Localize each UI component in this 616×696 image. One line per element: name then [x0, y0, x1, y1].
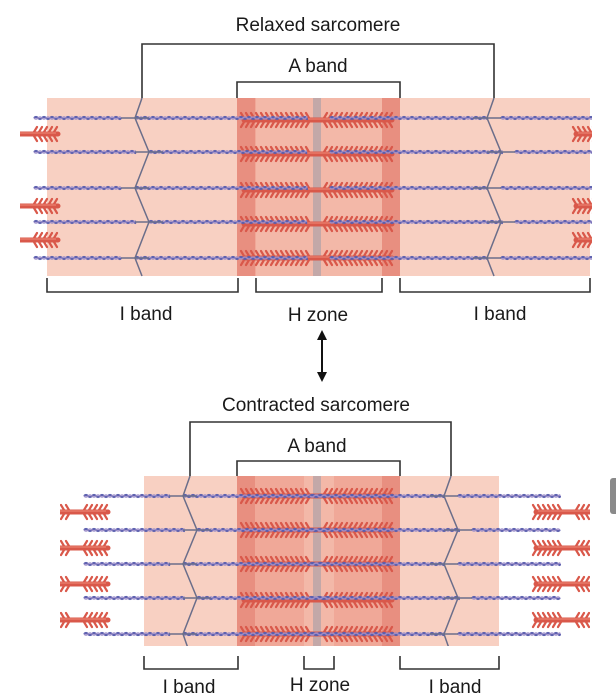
thick-filament	[20, 231, 61, 249]
thin-filament	[182, 493, 327, 499]
thin-filament	[500, 115, 592, 121]
thick-filament	[20, 197, 61, 215]
thin-filament	[329, 219, 503, 225]
thick-filament	[531, 575, 590, 593]
thin-filament	[514, 149, 592, 155]
thin-filament	[196, 527, 328, 533]
z-disc	[121, 97, 163, 277]
thick-filament	[60, 611, 111, 629]
relaxed-myofibril	[20, 97, 592, 277]
contracted-sarcomere-bracket	[189, 421, 452, 476]
contracted-title: Contracted sarcomere	[222, 395, 410, 416]
z-disc	[430, 475, 472, 646]
thin-filament	[309, 561, 445, 567]
thin-filament	[182, 561, 327, 567]
contracted-h-zone-bracket	[303, 656, 335, 670]
relaxed-h-zone-bracket	[255, 278, 383, 293]
relaxed-a-band-bracket	[236, 81, 401, 98]
thin-filament	[309, 595, 460, 601]
thick-filament	[531, 503, 590, 521]
thin-filament	[134, 255, 308, 261]
thin-filament	[33, 219, 137, 225]
thick-filament	[60, 539, 111, 557]
thin-filament	[182, 631, 327, 637]
relaxed-i-band-right-bracket	[399, 278, 591, 293]
relaxed-sarcomere: Relaxed sarcomere A band I band H zone I…	[20, 15, 592, 326]
thick-filament	[20, 125, 61, 143]
contracted-i-band-left-label: I band	[163, 677, 216, 696]
thin-filament	[148, 149, 308, 155]
thin-filament	[457, 561, 561, 567]
thin-filament	[134, 115, 308, 121]
thin-filament	[471, 527, 561, 533]
contracted-a-band-label: A band	[287, 436, 346, 457]
thin-filament	[83, 631, 171, 637]
thin-filament	[309, 493, 445, 499]
contracted-sarcomere: Contracted sarcomere A band I band H zon…	[60, 395, 590, 696]
thick-filament	[571, 125, 592, 143]
contracted-h-zone-label: H zone	[290, 675, 350, 696]
thin-filament	[457, 631, 561, 637]
thin-filament	[329, 185, 489, 191]
double-arrow-icon	[317, 330, 327, 382]
thin-filament	[33, 149, 137, 155]
thick-filament	[571, 197, 592, 215]
thin-filament	[329, 115, 489, 121]
m-line	[313, 98, 321, 276]
contracted-a-band-bracket	[236, 460, 401, 476]
thin-filament	[148, 219, 308, 225]
relaxed-i-band-left-bracket	[46, 278, 239, 293]
thin-filament	[329, 149, 503, 155]
thin-filament	[457, 493, 561, 499]
thin-filament	[83, 527, 185, 533]
relaxed-sarcomere-bracket	[141, 43, 495, 98]
thin-filament	[83, 561, 171, 567]
thick-filament	[60, 575, 111, 593]
relaxed-i-band-right-label: I band	[474, 304, 527, 325]
thin-filament	[196, 595, 328, 601]
relaxed-i-band-left-label: I band	[120, 304, 173, 325]
thin-filament	[514, 219, 592, 225]
z-disc	[169, 475, 211, 646]
thin-filament	[500, 255, 592, 261]
thin-filament	[33, 255, 122, 261]
contracted-i-band-right-bracket	[399, 656, 500, 670]
contracted-i-band-left-bracket	[143, 656, 239, 670]
thin-filament	[83, 493, 171, 499]
thin-filament	[309, 631, 445, 637]
scrollbar-thumb[interactable]	[610, 478, 616, 514]
thick-filament	[571, 231, 592, 249]
relaxed-title: Relaxed sarcomere	[236, 15, 401, 36]
relaxed-h-zone-label: H zone	[288, 305, 348, 326]
contracted-myofibril	[60, 475, 590, 646]
thin-filament	[500, 185, 592, 191]
thin-filament	[83, 595, 185, 601]
thick-filament	[531, 539, 590, 557]
thick-filament	[531, 611, 590, 629]
thin-filament	[309, 527, 460, 533]
thin-filament	[134, 185, 308, 191]
z-disc	[473, 97, 515, 277]
thin-filament	[33, 185, 122, 191]
thin-filament	[329, 255, 489, 261]
thick-filament	[60, 503, 111, 521]
thin-filament	[33, 115, 122, 121]
relaxed-a-band-label: A band	[288, 56, 347, 77]
m-line	[313, 476, 321, 646]
contracted-i-band-right-label: I band	[429, 677, 482, 696]
thin-filament	[471, 595, 561, 601]
